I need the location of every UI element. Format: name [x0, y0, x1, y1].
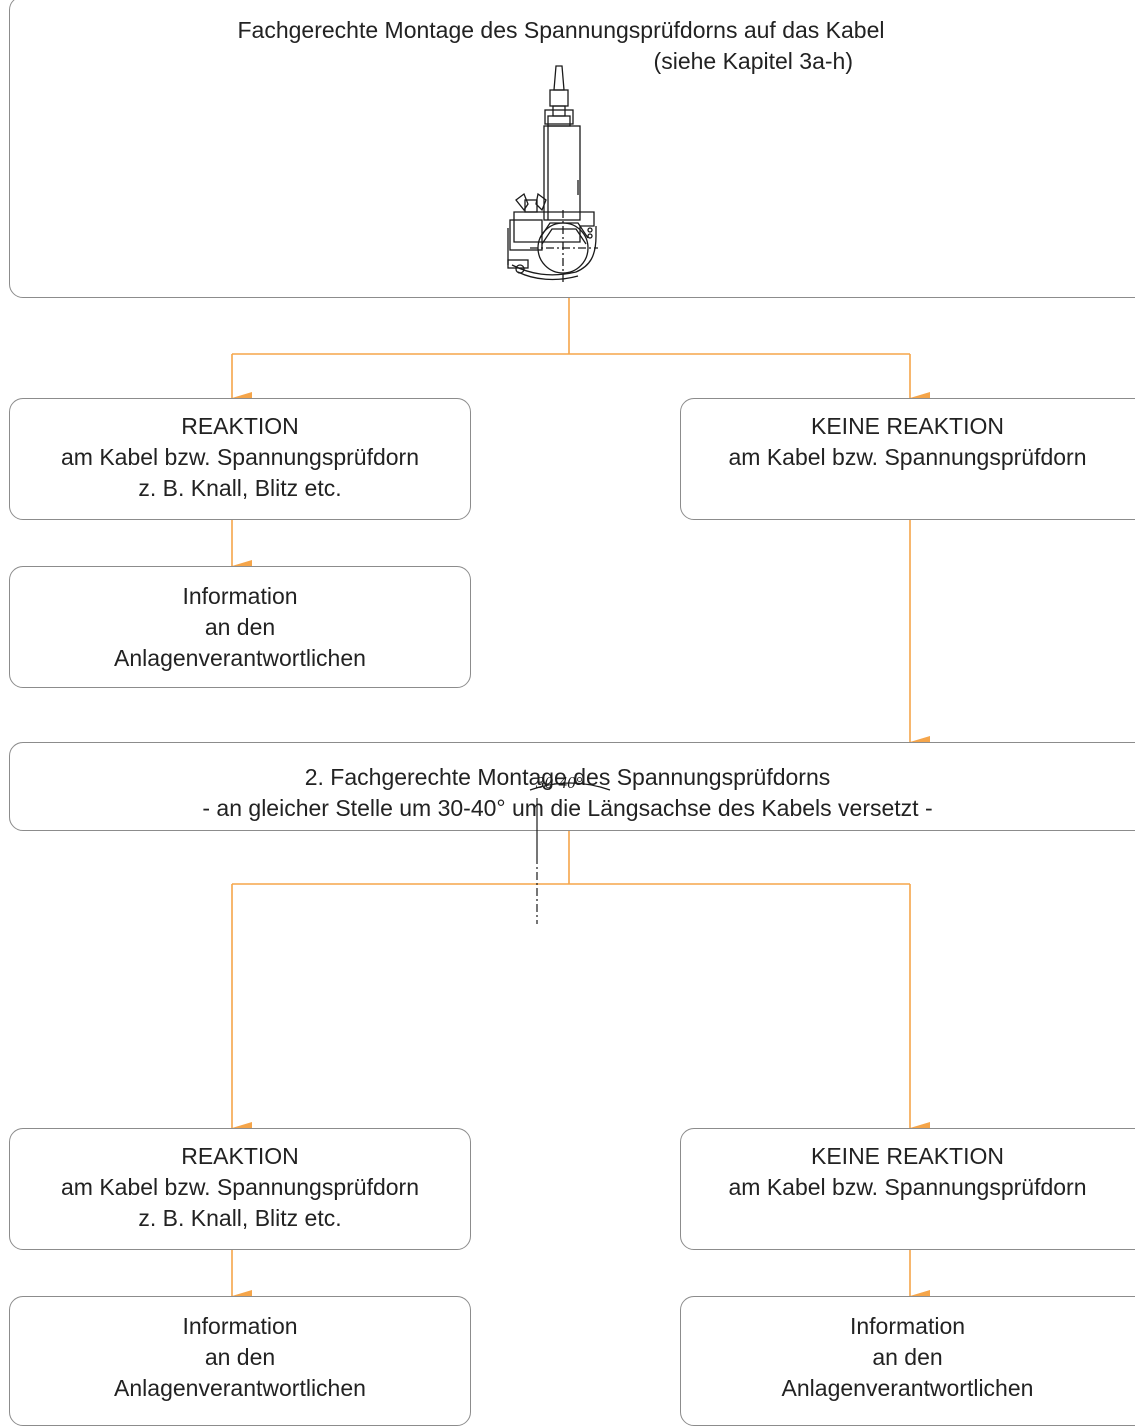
second-montage-box: [9, 742, 1135, 831]
reaction-title: REAKTION: [181, 413, 299, 439]
reaction-box-2: REAKTION am Kabel bzw. Spannungsprüfdorn…: [9, 1128, 471, 1250]
no-reaction-title-2: KEINE REAKTION: [811, 1143, 1004, 1169]
top-title: Fachgerechte Montage des Spannungsprüfdo…: [237, 17, 885, 43]
voltage-test-spike-tilted-drawing: 30-40°: [529, 773, 611, 924]
info-box-1: Information an den Anlagenverantwortlich…: [9, 566, 471, 688]
info-title-2-right: Information: [849, 1313, 966, 1339]
reaction-location-2: am Kabel bzw. Spannungsprüfdorn: [60, 1174, 420, 1200]
voltage-test-spike-upright-drawing: [507, 65, 598, 284]
reaction-example-2: z. B. Knall, Blitz etc.: [138, 1205, 342, 1231]
reaction-example: z. B. Knall, Blitz etc.: [138, 475, 342, 501]
info-recipient-2-left: Anlagenverantwortlichen: [114, 1375, 366, 1401]
middle-subtitle: - an gleicher Stelle um 30-40° um die Lä…: [202, 795, 933, 821]
info-line-2-right: an den: [872, 1344, 943, 1370]
info-box-2-left: Information an den Anlagenverantwortlich…: [9, 1296, 471, 1426]
no-reaction-location-2: am Kabel bzw. Spannungsprüfdorn: [728, 1174, 1087, 1200]
info-box-2-right: Information an den Anlagenverantwortlich…: [680, 1296, 1135, 1426]
info-recipient: Anlagenverantwortlichen: [114, 645, 366, 671]
no-reaction-title: KEINE REAKTION: [811, 413, 1004, 439]
reaction-box-1: REAKTION am Kabel bzw. Spannungsprüfdorn…: [9, 398, 471, 520]
info-title-2-left: Information: [182, 1313, 298, 1339]
info-line-2-left: an den: [204, 1344, 276, 1370]
info-line: an den: [204, 614, 276, 640]
reaction-location: am Kabel bzw. Spannungsprüfdorn: [60, 444, 420, 470]
angle-label: 30-40°: [535, 773, 583, 792]
info-recipient-2-right: Anlagenverantwortlichen: [781, 1375, 1034, 1401]
connector-top-split: [232, 298, 910, 355]
step-box-mount-spike: Fachgerechte Montage des Spannungsprüfdo…: [9, 0, 1135, 298]
no-reaction-box-2: KEINE REAKTION am Kabel bzw. Spannungspr…: [680, 1128, 1135, 1250]
reaction-title-2: REAKTION: [181, 1143, 299, 1169]
top-subtitle: (siehe Kapitel 3a-h): [653, 48, 853, 74]
no-reaction-location: am Kabel bzw. Spannungsprüfdorn: [728, 444, 1087, 470]
info-title: Information: [182, 583, 298, 609]
middle-title: 2. Fachgerechte Montage des Spannungsprü…: [304, 764, 831, 790]
no-reaction-box-1: KEINE REAKTION am Kabel bzw. Spannungspr…: [680, 398, 1135, 520]
